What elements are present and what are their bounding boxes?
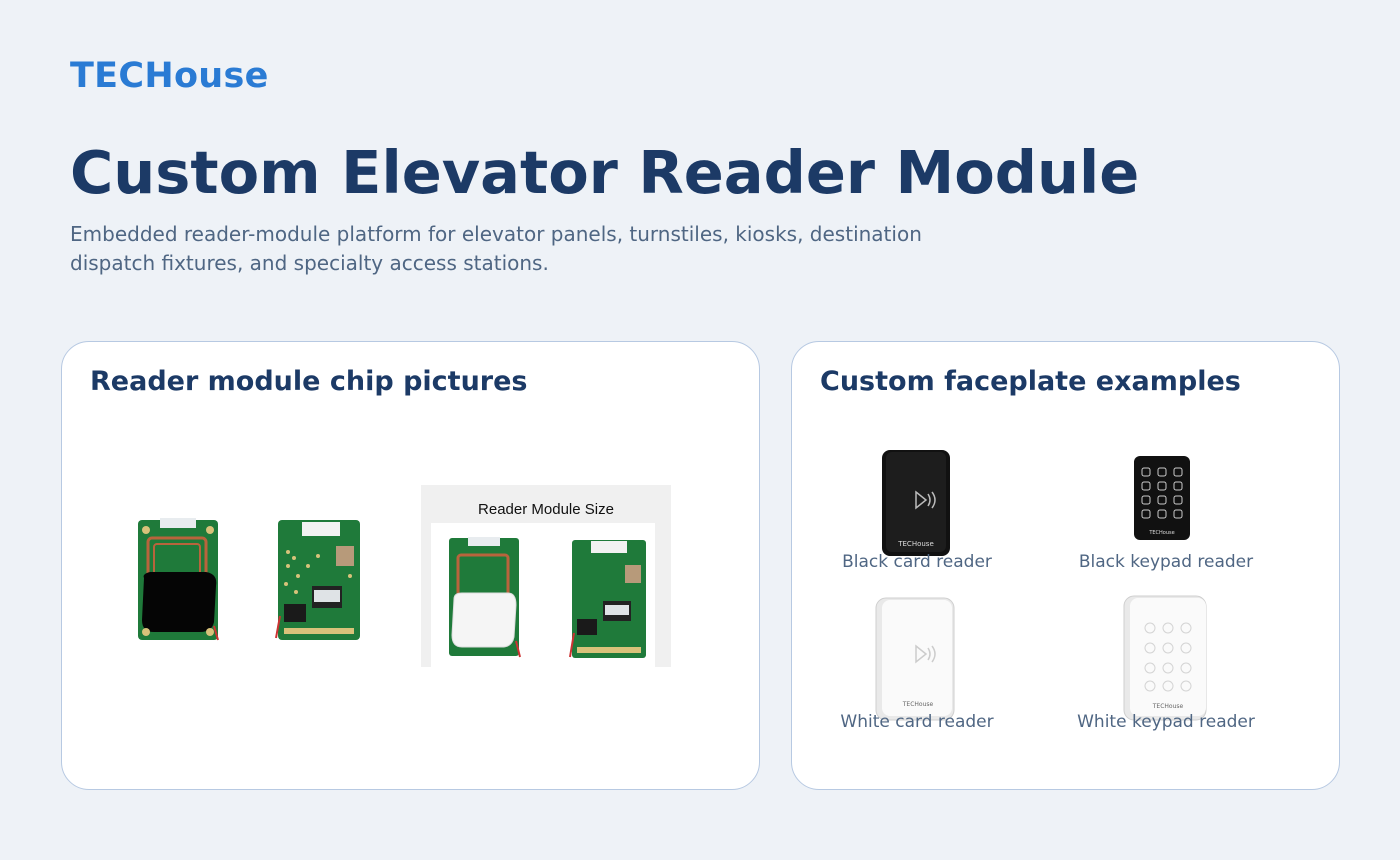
caption-black-keypad-reader: Black keypad reader: [1078, 552, 1254, 572]
brand-logo[interactable]: TECHouse: [70, 56, 269, 96]
white-keypad-reader-brand: TECHouse: [1152, 703, 1184, 710]
faceplates-title: Custom faceplate examples: [820, 366, 1241, 397]
white-card-reader-image: TECHouse: [875, 597, 955, 721]
module-size-photo: [431, 523, 655, 667]
size-front-board: [449, 537, 521, 658]
module-back-photo: [275, 520, 360, 640]
module-front-photo: [138, 518, 219, 641]
black-card-reader-image: TECHouse: [882, 450, 950, 556]
chip-pictures-card: Reader module chip pictures Reader Modul…: [61, 341, 760, 790]
white-keypad-reader-image: TECHouse: [1123, 595, 1207, 721]
page-subtitle: Embedded reader-module platform for elev…: [70, 222, 922, 275]
chip-pictures-title: Reader module chip pictures: [90, 366, 528, 397]
caption-white-card-reader: White card reader: [840, 712, 994, 732]
caption-white-keypad-reader: White keypad reader: [1077, 712, 1255, 732]
module-size-panel: Reader Module Size: [421, 485, 671, 667]
caption-black-card-reader: Black card reader: [842, 552, 992, 572]
module-size-title: Reader Module Size: [478, 501, 614, 518]
black-keypad-reader-image: TECHouse: [1134, 456, 1190, 540]
white-card-reader-brand: TECHouse: [902, 701, 934, 708]
black-keypad-reader-brand: TECHouse: [1148, 530, 1174, 536]
page-title: Custom Elevator Reader Module: [70, 138, 1140, 207]
black-card-reader-brand: TECHouse: [897, 540, 934, 548]
faceplates-card: Custom faceplate examples TECHouse Black…: [791, 341, 1340, 790]
size-back-board: [569, 540, 646, 658]
